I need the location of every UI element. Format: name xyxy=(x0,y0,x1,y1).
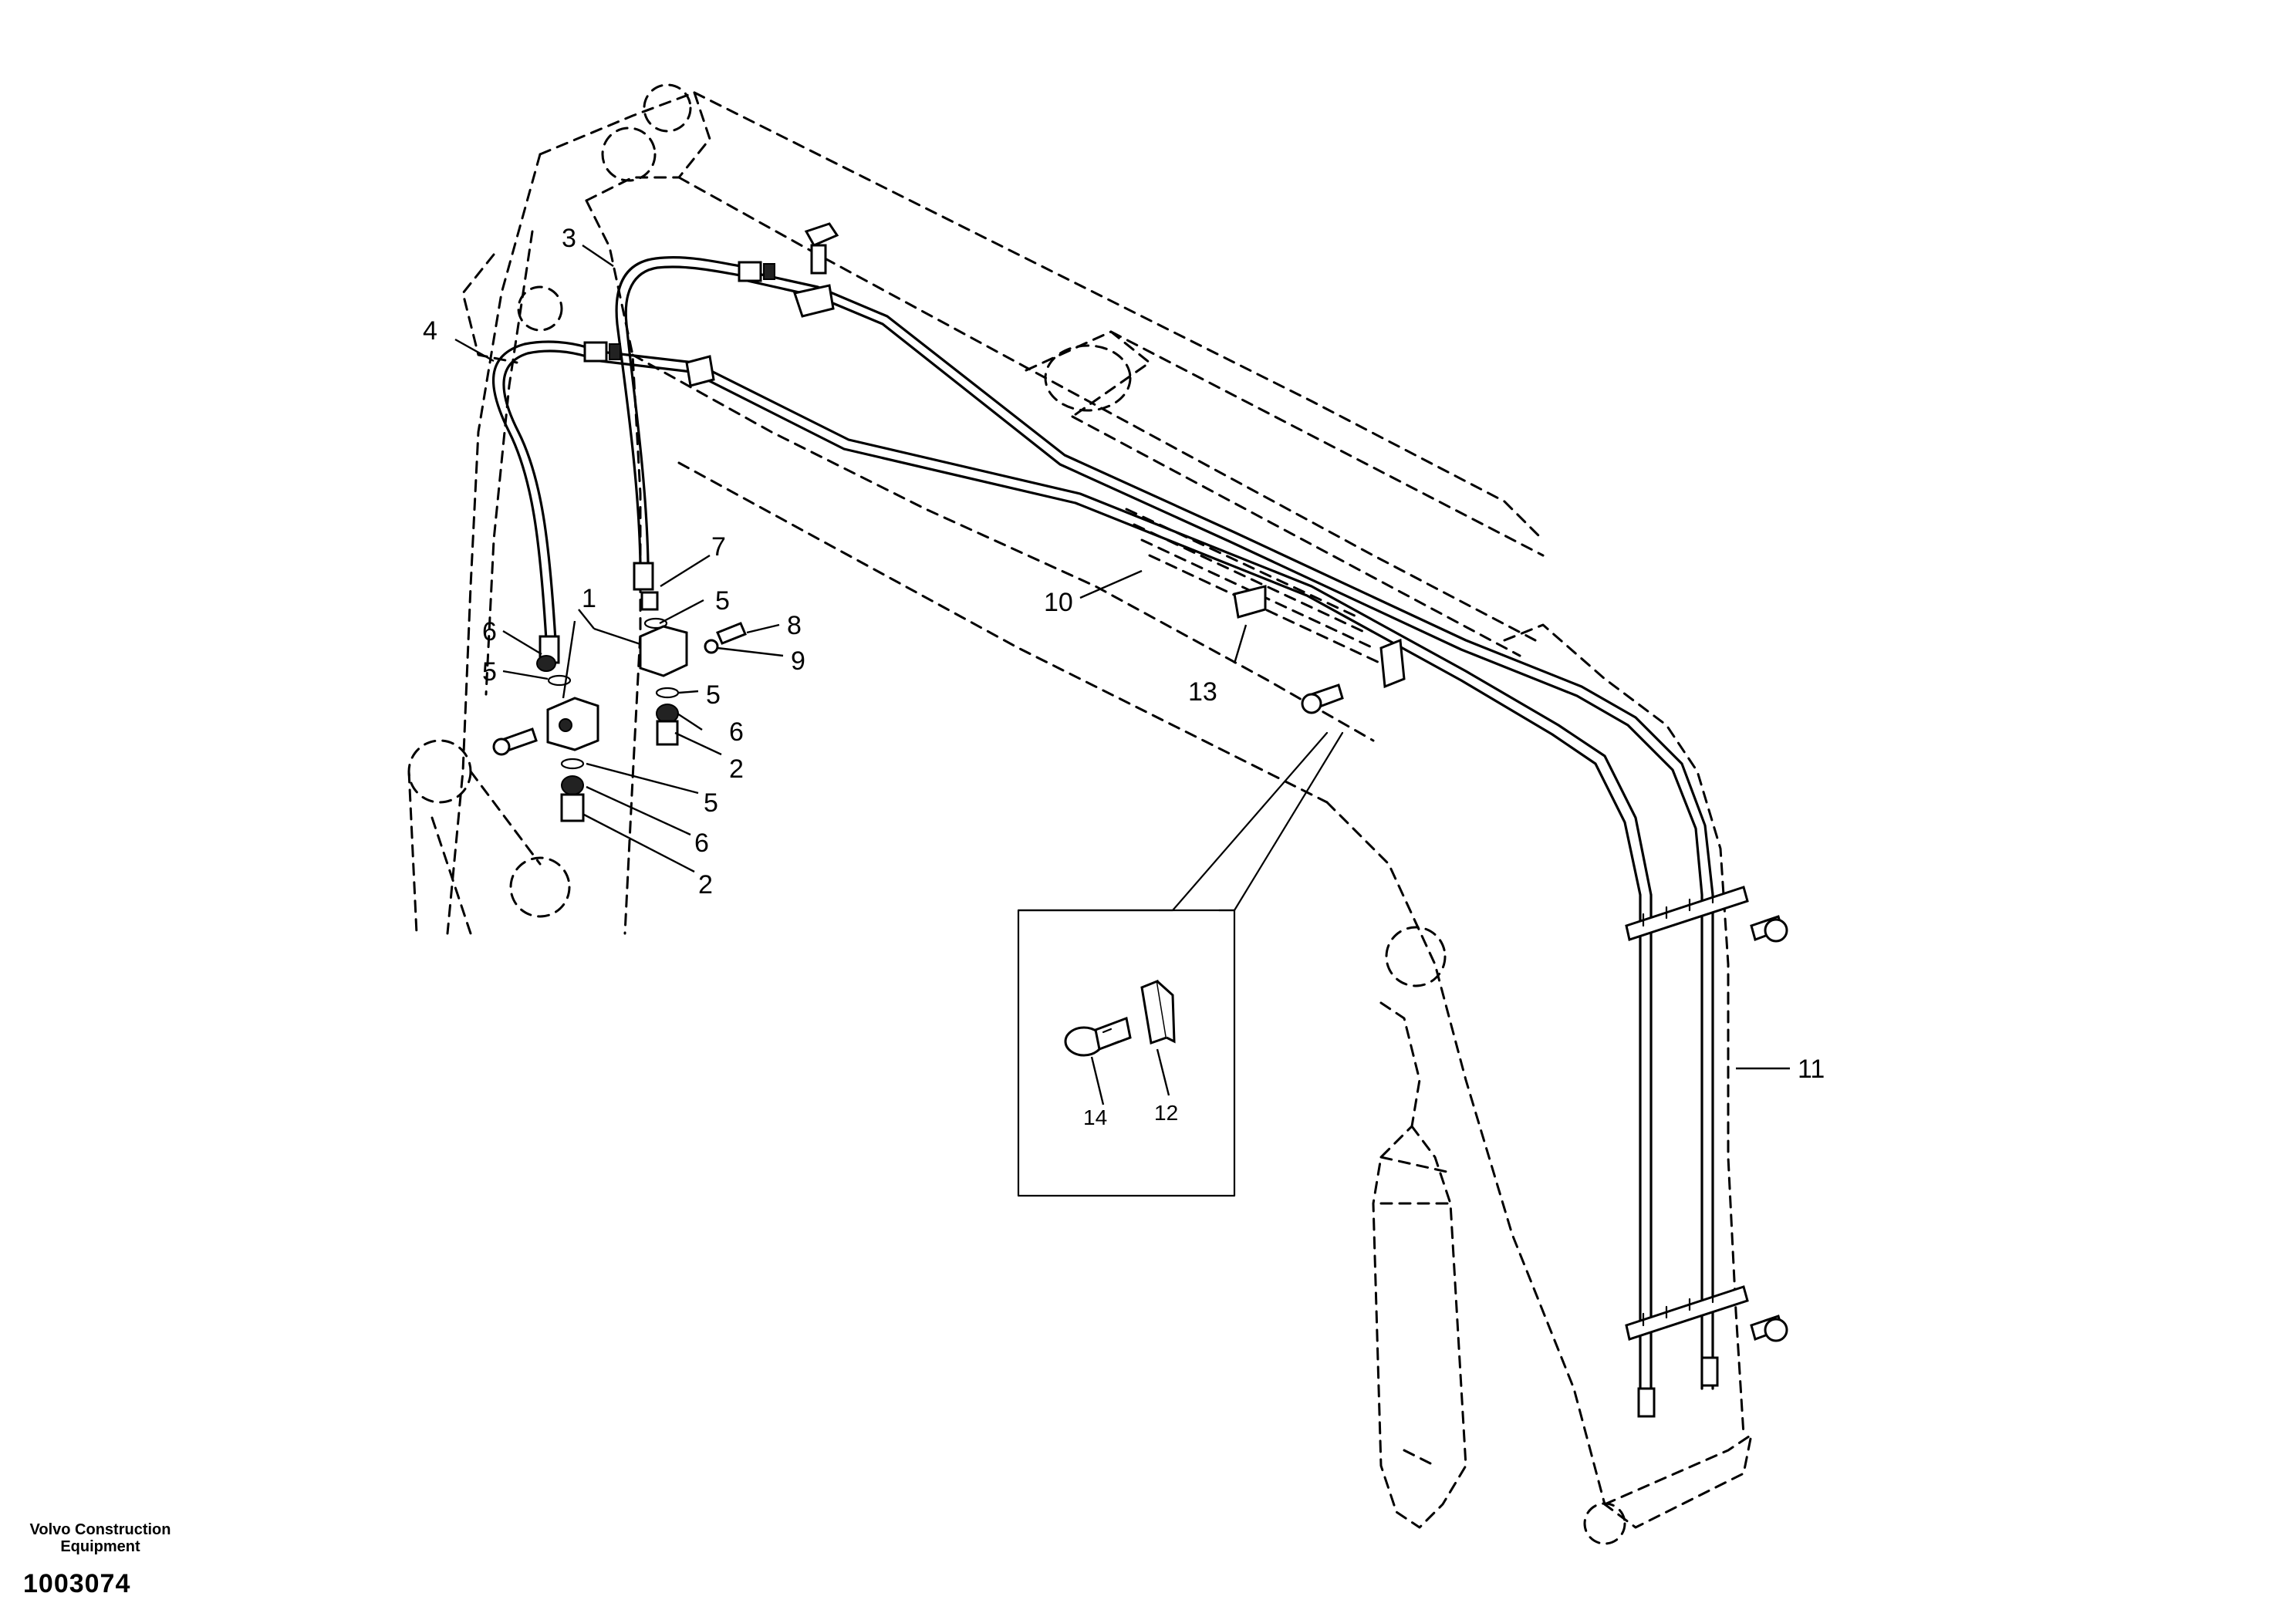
callout-6c: 6 xyxy=(694,829,709,858)
callout-6a: 6 xyxy=(482,617,497,646)
hydraulic-lines xyxy=(491,256,1714,1390)
boom-outline xyxy=(407,83,1753,1545)
callout-2a: 2 xyxy=(729,754,744,784)
callout-8: 8 xyxy=(787,611,802,640)
callout-1: 1 xyxy=(582,584,596,613)
footer: Volvo Construction Equipment 1003074 xyxy=(23,1521,201,1599)
callout-labels: 1 2 2 3 4 5 5 5 5 6 6 6 7 8 9 10 11 12 1… xyxy=(423,224,1825,1129)
drawing-number: 1003074 xyxy=(23,1569,131,1598)
manufacturer-line1: Volvo Construction xyxy=(29,1521,171,1538)
callout-5a: 5 xyxy=(715,586,730,616)
callout-14: 14 xyxy=(1083,1105,1107,1129)
detail-inset xyxy=(1017,731,1344,1197)
callout-6b: 6 xyxy=(729,717,744,747)
leader-lines xyxy=(454,245,1790,1105)
callout-4: 4 xyxy=(423,316,437,346)
callout-13: 13 xyxy=(1188,677,1217,707)
callout-5c: 5 xyxy=(706,680,721,710)
callout-11: 11 xyxy=(1798,1055,1825,1084)
callout-7: 7 xyxy=(711,532,726,562)
callout-9: 9 xyxy=(791,646,805,676)
manufacturer-line2: Equipment xyxy=(60,1538,140,1555)
callout-3: 3 xyxy=(562,224,576,253)
fittings xyxy=(492,222,1788,1418)
callout-5d: 5 xyxy=(704,788,718,818)
callout-12: 12 xyxy=(1154,1101,1178,1125)
callout-2b: 2 xyxy=(698,870,713,899)
callout-10: 10 xyxy=(1044,588,1073,617)
callout-5b: 5 xyxy=(482,657,497,687)
manufacturer-label: Volvo Construction Equipment xyxy=(23,1521,177,1555)
